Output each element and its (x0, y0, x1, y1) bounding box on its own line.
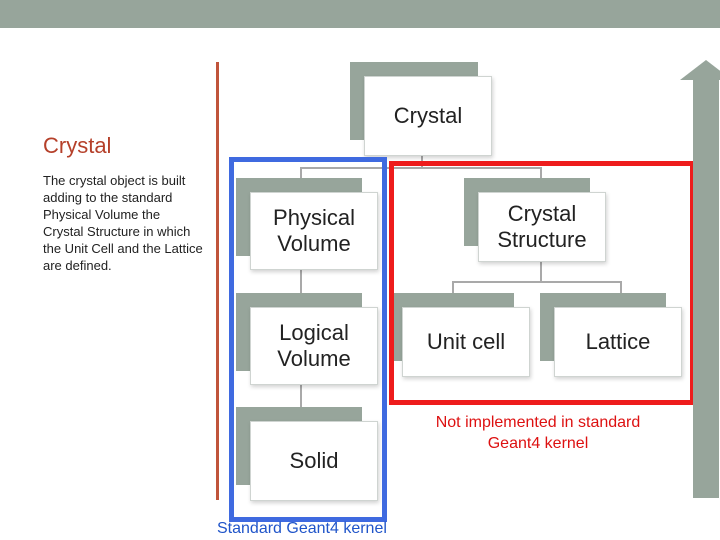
root-node-label: Crystal (393, 103, 463, 128)
top-bar (0, 0, 720, 28)
connector-structure-stem (540, 260, 542, 282)
physical-volume-label: Physical Volume (273, 205, 355, 256)
connector-to-unit-cell (452, 281, 454, 293)
connector-to-physical (300, 167, 302, 179)
divider-line (216, 62, 219, 500)
not-implemented-note: Not implemented in standard Geant4 kerne… (435, 414, 641, 452)
connector-to-solid (300, 384, 302, 408)
connector-to-logical (300, 270, 302, 294)
node-lattice: Lattice (554, 307, 682, 377)
connector-to-structure (540, 167, 542, 179)
connector-to-lattice (620, 281, 622, 293)
side-title: Crystal (43, 133, 112, 158)
not-implemented-frame (389, 161, 695, 405)
side-description: The crystal object is built adding to th… (43, 173, 203, 273)
node-physical-volume: Physical Volume (250, 192, 378, 270)
connector-structure-bar (452, 281, 622, 283)
unit-cell-label: Unit cell (426, 329, 506, 354)
node-crystal-structure: Crystal Structure (478, 192, 606, 262)
up-arrow-icon (680, 60, 720, 80)
up-arrow-shaft (693, 80, 719, 498)
node-solid: Solid (250, 421, 378, 501)
connector-root-bar (300, 167, 542, 169)
crystal-structure-label: Crystal Structure (497, 201, 587, 252)
logical-volume-label: Logical Volume (277, 320, 351, 371)
lattice-label: Lattice (585, 329, 651, 354)
root-node-crystal: Crystal (364, 76, 492, 156)
standard-kernel-frame (229, 157, 387, 522)
node-unit-cell: Unit cell (402, 307, 530, 377)
standard-kernel-note: Standard Geant4 kernel (217, 520, 387, 537)
solid-label: Solid (289, 448, 339, 473)
node-logical-volume: Logical Volume (250, 307, 378, 385)
